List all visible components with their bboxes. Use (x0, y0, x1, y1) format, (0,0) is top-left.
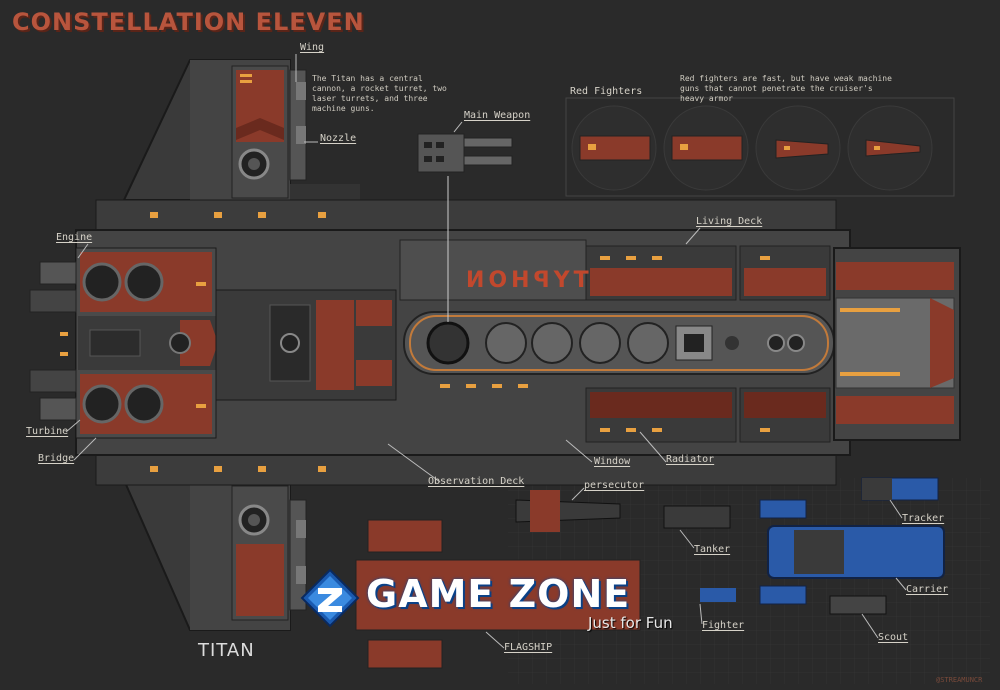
titan-ship (29, 59, 961, 631)
label-bridge: Bridge (38, 453, 75, 464)
flagship-ship (355, 519, 641, 669)
label-engine: Engine (56, 232, 93, 243)
label-tanker: Tanker (694, 544, 731, 555)
label-window: Window (594, 456, 631, 467)
gamezone-tagline: Just for Fun (588, 614, 673, 632)
label-fighter: Fighter (702, 620, 745, 631)
label-wing: Wing (300, 42, 325, 53)
blue-fleet (663, 477, 945, 615)
ship-name: TITAN (198, 640, 255, 661)
fighters-description: Red fighters are fast, but have weak mac… (680, 74, 892, 103)
gamezone-watermark: GAME ZONE Just for Fun (296, 566, 696, 636)
label-radiator: Radiator (666, 454, 715, 465)
label-nozzle: Nozzle (320, 133, 357, 144)
main-weapon-detail (417, 133, 513, 322)
label-carrier: Carrier (906, 584, 949, 595)
titan-description: The Titan has a central cannon, a rocket… (312, 74, 447, 113)
label-tracker: Tracker (902, 513, 945, 524)
red-fighters-panel (565, 97, 955, 197)
label-turbine: Turbine (26, 426, 69, 437)
artist-credit: @STREAMUNCR (936, 676, 983, 684)
label-flagship: FLAGSHIP (504, 642, 553, 653)
label-observation-deck: Observation Deck (428, 476, 525, 487)
label-scout: Scout (878, 632, 909, 643)
gamezone-brand: GAME ZONE (366, 572, 631, 616)
label-persecutor: persecutor (584, 480, 645, 491)
gamezone-logo-icon (300, 568, 360, 628)
persecutor-ship (515, 490, 621, 532)
hull-lettering: TYPHON (462, 268, 589, 293)
label-main-weapon: Main Weapon (464, 110, 531, 121)
label-living-deck: Living Deck (696, 216, 763, 227)
fighters-heading: Red Fighters (570, 86, 643, 97)
game-title: CONSTELLATION ELEVEN (12, 8, 365, 36)
